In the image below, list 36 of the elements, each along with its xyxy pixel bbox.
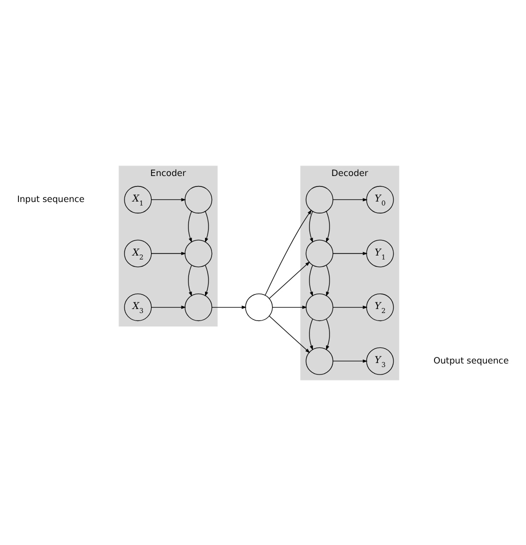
node-circle: Y$_{1}$ — [366, 239, 394, 267]
arrow — [269, 261, 310, 298]
arrow — [204, 264, 209, 296]
node-circle — [184, 239, 212, 267]
node-circle — [184, 293, 212, 321]
arrow — [309, 210, 313, 242]
arrow — [212, 305, 246, 308]
arrow — [204, 210, 209, 242]
arrow — [188, 210, 192, 242]
node-circle: Y$_{3}$ — [366, 346, 394, 374]
arrow — [264, 209, 312, 296]
arrow — [151, 305, 186, 308]
arrow — [151, 198, 186, 201]
node-circle: X$_{3}$ — [124, 293, 152, 321]
arrow — [188, 264, 192, 296]
label: Output sequence — [434, 356, 509, 366]
arrow — [326, 210, 330, 242]
arrow — [309, 318, 313, 350]
arrow — [151, 251, 186, 255]
node-circle — [245, 293, 273, 321]
node-circle: Y$_{0}$ — [366, 185, 394, 213]
arrow — [309, 264, 313, 296]
arrow — [332, 251, 368, 255]
node-circle: X$_{2}$ — [124, 239, 152, 267]
arrow — [269, 315, 310, 353]
node-circle — [184, 185, 212, 213]
arrow — [326, 318, 330, 350]
label: Input sequence — [17, 194, 85, 204]
arrow — [272, 305, 308, 308]
node-circle: X$_{1}$ — [124, 185, 152, 213]
node-circle: Y$_{2}$ — [366, 293, 394, 321]
arrow — [332, 358, 368, 362]
arrow — [332, 198, 368, 201]
node-circle — [306, 293, 334, 321]
arrow — [326, 264, 330, 296]
arrow — [332, 305, 368, 308]
